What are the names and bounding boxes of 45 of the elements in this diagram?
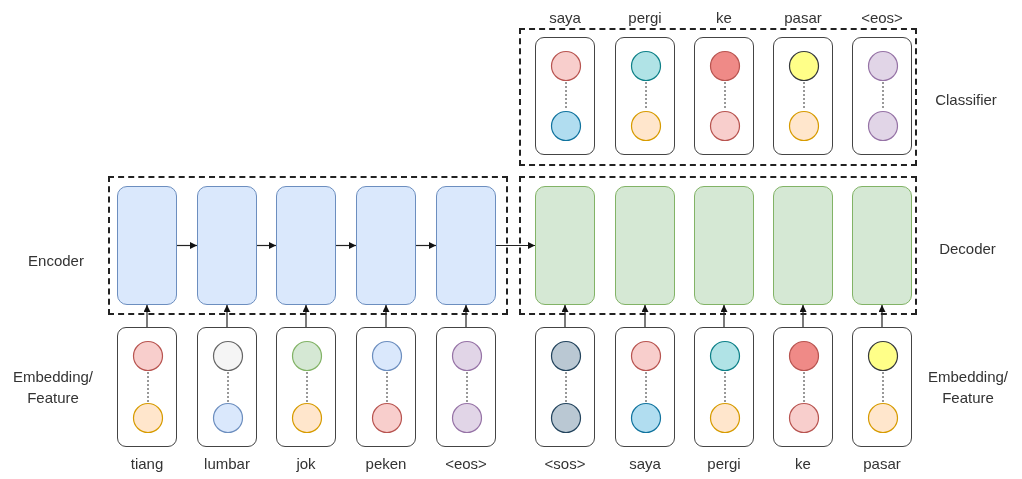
- arrow: [176, 242, 198, 249]
- layer-block: [356, 186, 416, 305]
- arrow: [641, 304, 649, 328]
- token-label: lumbar: [203, 454, 251, 474]
- layer-block: [276, 186, 336, 305]
- arrow: [415, 242, 437, 249]
- arrow: [382, 304, 390, 328]
- arrow: [462, 304, 470, 328]
- arrow: [223, 304, 231, 328]
- arrow: [720, 304, 728, 328]
- group-label: Classifier: [934, 90, 998, 110]
- arrow: [335, 242, 357, 249]
- layer-block: [852, 186, 912, 305]
- arrow: [878, 304, 886, 328]
- token-label: peken: [364, 454, 408, 474]
- token-label: tiang: [129, 454, 165, 474]
- token-label: saya: [548, 8, 582, 28]
- side-label: Embedding/ Feature: [926, 367, 1010, 408]
- layer-block: [117, 186, 177, 305]
- layer-block: [197, 186, 257, 305]
- token-label: ke: [794, 454, 812, 474]
- token-label: pergi: [706, 454, 742, 474]
- layer-block: [436, 186, 496, 305]
- token-label: <sos>: [543, 454, 587, 474]
- arrow: [495, 242, 536, 249]
- group-label: Encoder: [27, 251, 85, 271]
- layer-block: [535, 186, 595, 305]
- arrow: [143, 304, 151, 328]
- arrow: [302, 304, 310, 328]
- token-label: pasar: [862, 454, 902, 474]
- layer-block: [773, 186, 833, 305]
- layer-block: [615, 186, 675, 305]
- token-label: saya: [628, 454, 662, 474]
- layer-block: [694, 186, 754, 305]
- token-label: <eos>: [444, 454, 488, 474]
- arrow: [561, 304, 569, 328]
- group-label: Decoder: [938, 239, 997, 259]
- token-label: ke: [715, 8, 733, 28]
- token-label: pergi: [627, 8, 663, 28]
- token-label: <eos>: [860, 8, 904, 28]
- arrow: [799, 304, 807, 328]
- token-label: jok: [295, 454, 317, 474]
- token-label: pasar: [783, 8, 823, 28]
- arrow: [256, 242, 277, 249]
- side-label: Embedding/ Feature: [11, 367, 95, 408]
